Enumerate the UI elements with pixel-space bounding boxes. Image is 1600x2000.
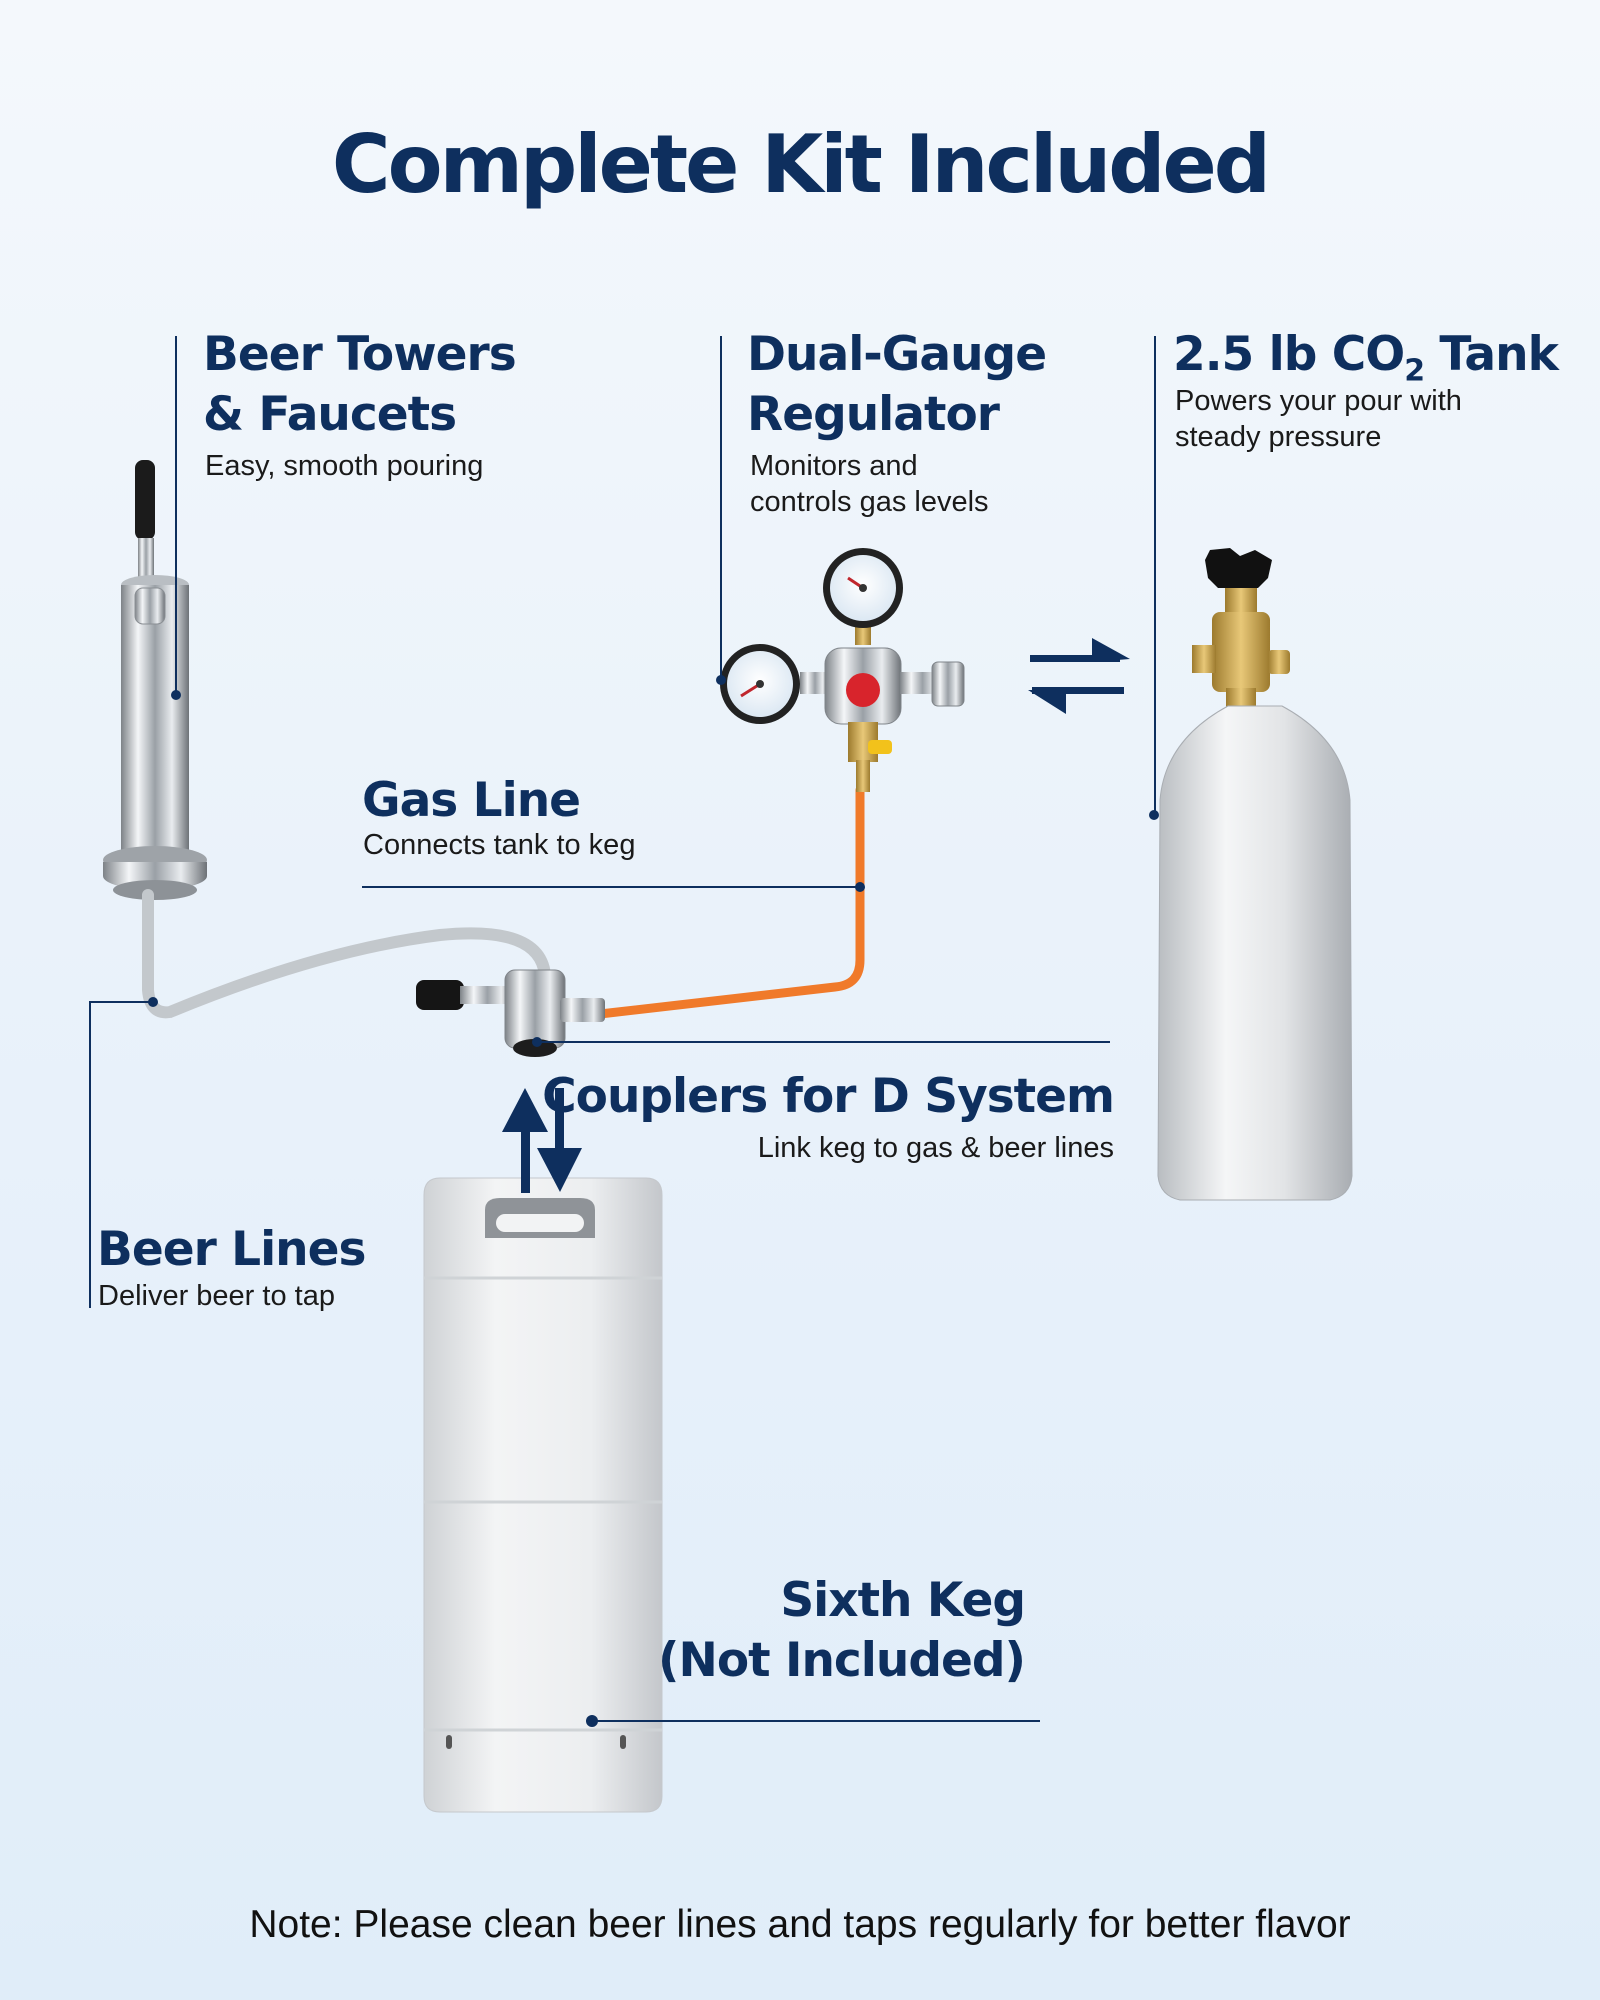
- regulator-desc-line1: Monitors and: [750, 450, 918, 482]
- co2-tank-title-suffix: Tank: [1424, 327, 1558, 382]
- couplers-desc: Link keg to gas & beer lines: [757, 1132, 1114, 1164]
- co2-tank-desc-line1: Powers your pour with: [1175, 385, 1462, 417]
- beer-towers-title-line1: Beer Towers: [203, 327, 517, 382]
- beer-lines-desc: Deliver beer to tap: [98, 1280, 335, 1312]
- gas-line-hose: [595, 785, 865, 1019]
- coupler: [416, 969, 605, 1057]
- regulator-title-line1: Dual-Gauge: [747, 327, 1047, 382]
- beer-line-hose: [142, 889, 551, 1019]
- gas-line-desc: Connects tank to keg: [363, 829, 636, 861]
- keg: [423, 1177, 663, 1813]
- leader-lines: [89, 336, 1156, 1722]
- co2-tank: [1149, 548, 1353, 1201]
- co2-tank-title-prefix: 2.5 lb CO: [1173, 327, 1405, 382]
- beer-tower: [103, 460, 207, 900]
- keg-title-line2: (Not Included): [658, 1633, 1026, 1688]
- beer-lines-title: Beer Lines: [97, 1222, 366, 1277]
- beer-towers-title-line2: & Faucets: [203, 387, 457, 442]
- couplers-title: Couplers for D System: [542, 1069, 1115, 1124]
- co2-tank-title-subscript: 2: [1404, 353, 1425, 389]
- keg-title-line1: Sixth Keg: [780, 1573, 1026, 1628]
- beer-towers-title: Beer Towers & Faucets: [203, 325, 517, 445]
- footer-note: Note: Please clean beer lines and taps r…: [249, 1903, 1351, 1946]
- keg-title: Sixth Keg (Not Included): [658, 1571, 1026, 1691]
- co2-tank-desc-line2: steady pressure: [1175, 421, 1382, 453]
- co2-tank-desc: Powers your pour with steady pressure: [1175, 383, 1462, 455]
- connect-arrows-icon: [502, 1088, 582, 1193]
- regulator-title: Dual-Gauge Regulator: [747, 325, 1047, 445]
- gas-line-title: Gas Line: [362, 773, 581, 828]
- regulator-desc: Monitors and controls gas levels: [750, 448, 989, 520]
- regulator: [716, 548, 965, 792]
- gas-flow-arrows-icon: [1028, 638, 1130, 714]
- co2-tank-title: 2.5 lb CO2 Tank: [1173, 325, 1559, 401]
- beer-towers-desc: Easy, smooth pouring: [205, 450, 484, 482]
- regulator-desc-line2: controls gas levels: [750, 486, 989, 518]
- regulator-title-line2: Regulator: [747, 387, 1000, 442]
- page-title: Complete Kit Included: [331, 118, 1271, 211]
